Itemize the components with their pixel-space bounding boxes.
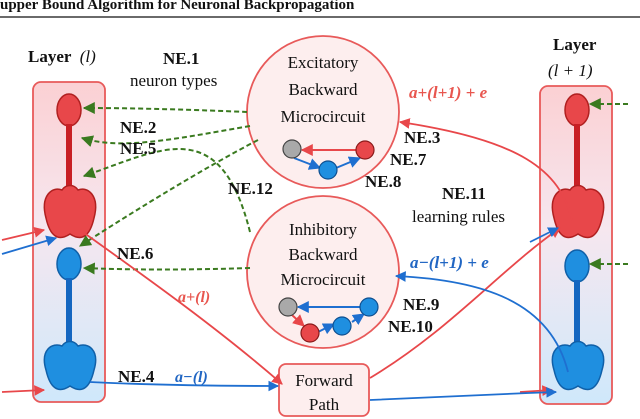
exc-edge-blue-to-red bbox=[335, 156, 362, 169]
label-ne5: NE.5 bbox=[120, 139, 156, 158]
right-layer-title: Layer bbox=[553, 35, 597, 54]
blue-right-to-inh bbox=[394, 271, 569, 373]
red-left-to-forward bbox=[79, 229, 283, 385]
red-left-input-top bbox=[1, 226, 46, 241]
math-a-plus-l: a+(l) bbox=[178, 289, 210, 306]
exc-edge-grey-to-blue bbox=[293, 157, 322, 170]
right-excitatory-soma bbox=[551, 184, 605, 239]
exc-title-line2: Backward bbox=[289, 80, 358, 99]
right-layer-box bbox=[539, 85, 613, 405]
label-ne10: NE.10 bbox=[388, 317, 433, 336]
feedback-exc-to-left-soma bbox=[78, 139, 259, 247]
left-inhibitory-soma bbox=[43, 340, 97, 391]
feedback-exc-to-left-apical bbox=[82, 102, 248, 115]
label-ne12: NE.12 bbox=[228, 179, 273, 198]
feedback-exc-to-left-dendrite bbox=[80, 125, 251, 147]
inh-title-line1: Inhibitory bbox=[289, 220, 357, 239]
right-layer-index: (l + 1) bbox=[548, 61, 593, 80]
inh-title-line2: Backward bbox=[289, 245, 358, 264]
label-ne11-desc: learning rules bbox=[412, 207, 505, 226]
right-inhibitory-soma bbox=[551, 340, 605, 391]
right-excitatory-dendrite bbox=[574, 124, 580, 190]
right-inhibitory-apical-soma bbox=[564, 249, 590, 283]
label-ne6: NE.6 bbox=[117, 244, 153, 263]
feedback-inh-to-left-apical bbox=[82, 148, 251, 233]
inh-edge-blue-to-blue bbox=[351, 313, 365, 325]
label-ne2: NE.2 bbox=[120, 118, 156, 137]
inh-node-red bbox=[300, 323, 320, 343]
feedback-inh-to-left-blue bbox=[82, 262, 251, 275]
left-layer-box bbox=[32, 81, 106, 403]
math-a-minus-l1-e: a−(l+1) + e bbox=[410, 253, 489, 272]
label-ne1: NE.1 bbox=[163, 49, 199, 68]
red-forward-to-right bbox=[369, 227, 561, 379]
math-a-plus-l1-e: a+(l+1) + e bbox=[409, 83, 488, 102]
exc-node-red bbox=[355, 140, 375, 160]
exc-title-line3: Microcircuit bbox=[281, 107, 366, 126]
inh-node-blue-right bbox=[359, 297, 379, 317]
label-ne9: NE.9 bbox=[403, 295, 439, 314]
label-ne3: NE.3 bbox=[404, 128, 440, 147]
left-excitatory-apical-soma bbox=[56, 93, 82, 127]
left-inhibitory-dendrite bbox=[66, 278, 72, 342]
label-ne1-desc: neuron types bbox=[130, 71, 217, 90]
blue-left-to-forward bbox=[89, 380, 280, 392]
label-ne4: NE.4 bbox=[118, 367, 155, 386]
forward-title-line1: Forward bbox=[295, 371, 353, 390]
header-title: upper Bound Algorithm for Neuronal Backp… bbox=[0, 0, 355, 13]
math-a-minus-l: a−(l) bbox=[175, 369, 208, 386]
inh-edge-grey-to-red bbox=[291, 314, 305, 327]
left-layer-title: Layer (l) bbox=[28, 47, 96, 66]
right-excitatory-apical-soma bbox=[564, 93, 590, 127]
label-ne11: NE.11 bbox=[442, 184, 486, 203]
red-right-to-exc bbox=[398, 118, 573, 221]
inh-node-blue-mid bbox=[332, 316, 352, 336]
exc-node-grey bbox=[282, 139, 302, 159]
left-inhibitory-apical-soma bbox=[56, 247, 82, 281]
inh-node-grey bbox=[278, 297, 298, 317]
blue-right-input-top bbox=[529, 227, 559, 243]
red-left-input-bottom bbox=[1, 385, 46, 396]
left-excitatory-dendrite bbox=[66, 124, 72, 190]
label-ne8: NE.8 bbox=[365, 172, 401, 191]
forward-title-line2: Path bbox=[309, 395, 340, 414]
inh-title-line3: Microcircuit bbox=[281, 270, 366, 289]
left-excitatory-soma bbox=[43, 184, 97, 239]
blue-forward-to-right bbox=[369, 386, 558, 401]
right-inhibitory-dendrite bbox=[574, 280, 580, 344]
label-ne7: NE.7 bbox=[390, 150, 427, 169]
blue-left-input bbox=[1, 235, 58, 255]
exc-node-blue bbox=[318, 160, 338, 180]
inh-edge-red-to-blue bbox=[317, 323, 336, 335]
exc-title-line1: Excitatory bbox=[288, 53, 359, 72]
